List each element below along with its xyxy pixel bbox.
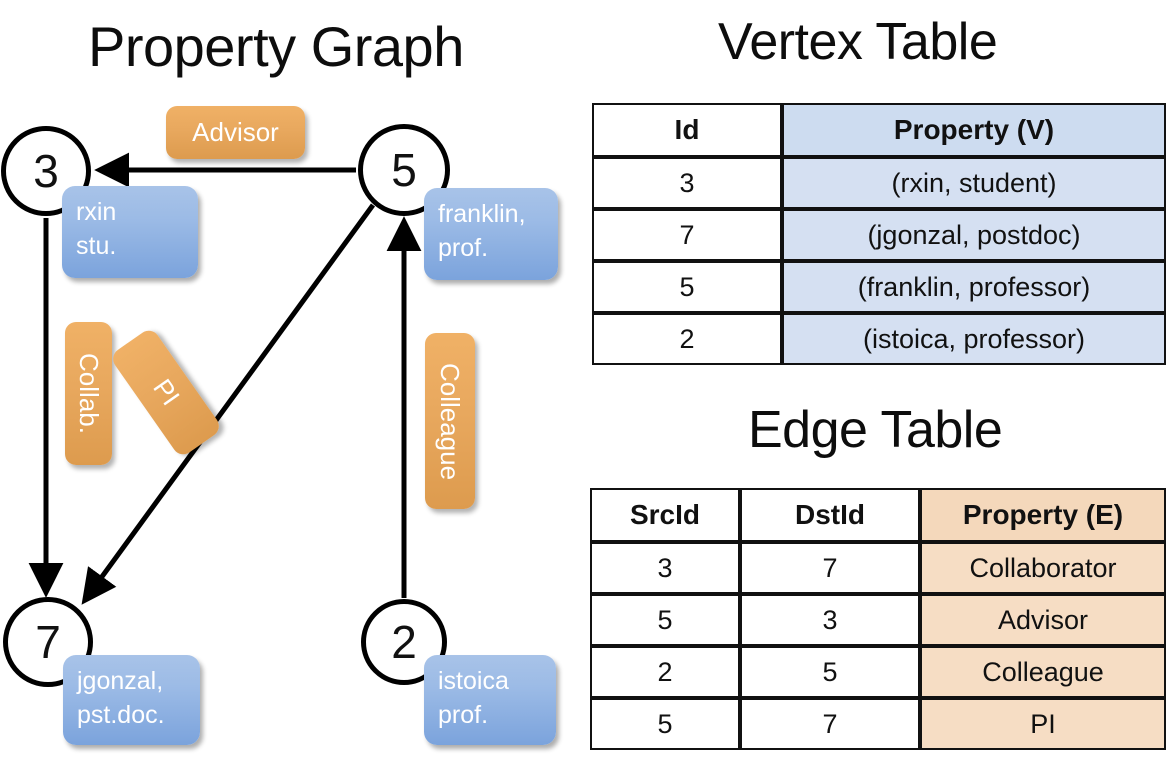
vertex-property-box-3[interactable]: rxin stu. [62,186,198,278]
edge-table-header-dstid: DstId [740,488,920,542]
edge-cell-property: PI [920,698,1166,750]
vertex-property-box-7-line2: pst.doc. [77,700,165,729]
vertex-cell-property: (franklin, professor) [782,261,1166,313]
vertex-cell-id: 7 [592,209,782,261]
edge-label-collab[interactable]: Collab. [65,322,112,465]
edge-table-header-property: Property (E) [920,488,1166,542]
vertex-property-box-5-line1: franklin, [438,200,526,228]
edge-cell-property: Collaborator [920,542,1166,594]
vertex-property-box-5-line2: prof. [438,233,489,262]
vertex-property-box-5[interactable]: franklin, prof. [424,188,558,280]
edge-cell-property: Colleague [920,646,1166,698]
vertex-property-box-3-line2: stu. [76,231,117,260]
edge-cell-srcid: 5 [590,594,740,646]
table-row[interactable]: 2 5 Colleague [590,646,1166,698]
edge-table: SrcId DstId Property (E) 3 7 Collaborato… [590,488,1166,750]
vertex-table: Id Property (V) 3 (rxin, student) 7 (jgo… [592,103,1166,365]
edge-pi-line [81,203,376,605]
vertex-property-box-2-line2: prof. [438,700,489,729]
table-row[interactable]: 3 7 Collaborator [590,542,1166,594]
vertex-property-box-2-line1: istoica [438,667,509,695]
edge-cell-property: Advisor [920,594,1166,646]
edge-label-pi-text: PI [147,373,186,411]
edge-cell-srcid: 5 [590,698,740,750]
edge-label-advisor[interactable]: Advisor [166,106,305,159]
vertex-cell-id: 2 [592,313,782,365]
edge-cell-dstid: 5 [740,646,920,698]
table-row[interactable]: 3 (rxin, student) [592,157,1166,209]
graph-edges-layer [28,152,422,605]
edge-cell-srcid: 2 [590,646,740,698]
edge-label-advisor-text: Advisor [192,117,279,147]
vertex-property-box-3-line1: rxin [76,198,117,226]
vertex-cell-property: (istoica, professor) [782,313,1166,365]
edge-label-colleague[interactable]: Colleague [425,333,475,509]
vertex-table-title: Vertex Table [718,13,998,71]
vertex-table-header-property: Property (V) [782,103,1166,157]
table-row[interactable]: 2 (istoica, professor) [592,313,1166,365]
graph-node-3-label: 3 [33,145,59,197]
graph-node-5[interactable]: 5 [358,124,450,216]
vertex-cell-property: (rxin, student) [782,157,1166,209]
vertex-cell-property: (jgonzal, postdoc) [782,209,1166,261]
table-row[interactable]: 5 3 Advisor [590,594,1166,646]
vertex-table-header-row: Id Property (V) [592,103,1166,157]
edge-label-collab-text: Collab. [74,353,104,434]
edge-table-header-srcid: SrcId [590,488,740,542]
graph-node-7-label: 7 [35,616,61,668]
vertex-property-box-7-line1: jgonzal, [77,667,164,695]
page-title: Property Graph [88,15,464,78]
vertex-cell-id: 5 [592,261,782,313]
graph-node-2-label: 2 [391,616,417,668]
table-row[interactable]: 7 (jgonzal, postdoc) [592,209,1166,261]
edge-cell-srcid: 3 [590,542,740,594]
vertex-cell-id: 3 [592,157,782,209]
table-row[interactable]: 5 7 PI [590,698,1166,750]
edge-label-colleague-text: Colleague [435,362,466,480]
graph-node-2[interactable]: 2 [361,599,447,685]
edge-cell-dstid: 3 [740,594,920,646]
edge-cell-dstid: 7 [740,542,920,594]
edge-cell-dstid: 7 [740,698,920,750]
vertex-property-box-2[interactable]: istoica prof. [424,655,556,745]
vertex-table-header-id: Id [592,103,782,157]
edge-table-title: Edge Table [748,401,1003,459]
graph-node-5-label: 5 [391,144,417,196]
edge-table-header-row: SrcId DstId Property (E) [590,488,1166,542]
vertex-property-box-7[interactable]: jgonzal, pst.doc. [63,655,200,745]
table-row[interactable]: 5 (franklin, professor) [592,261,1166,313]
